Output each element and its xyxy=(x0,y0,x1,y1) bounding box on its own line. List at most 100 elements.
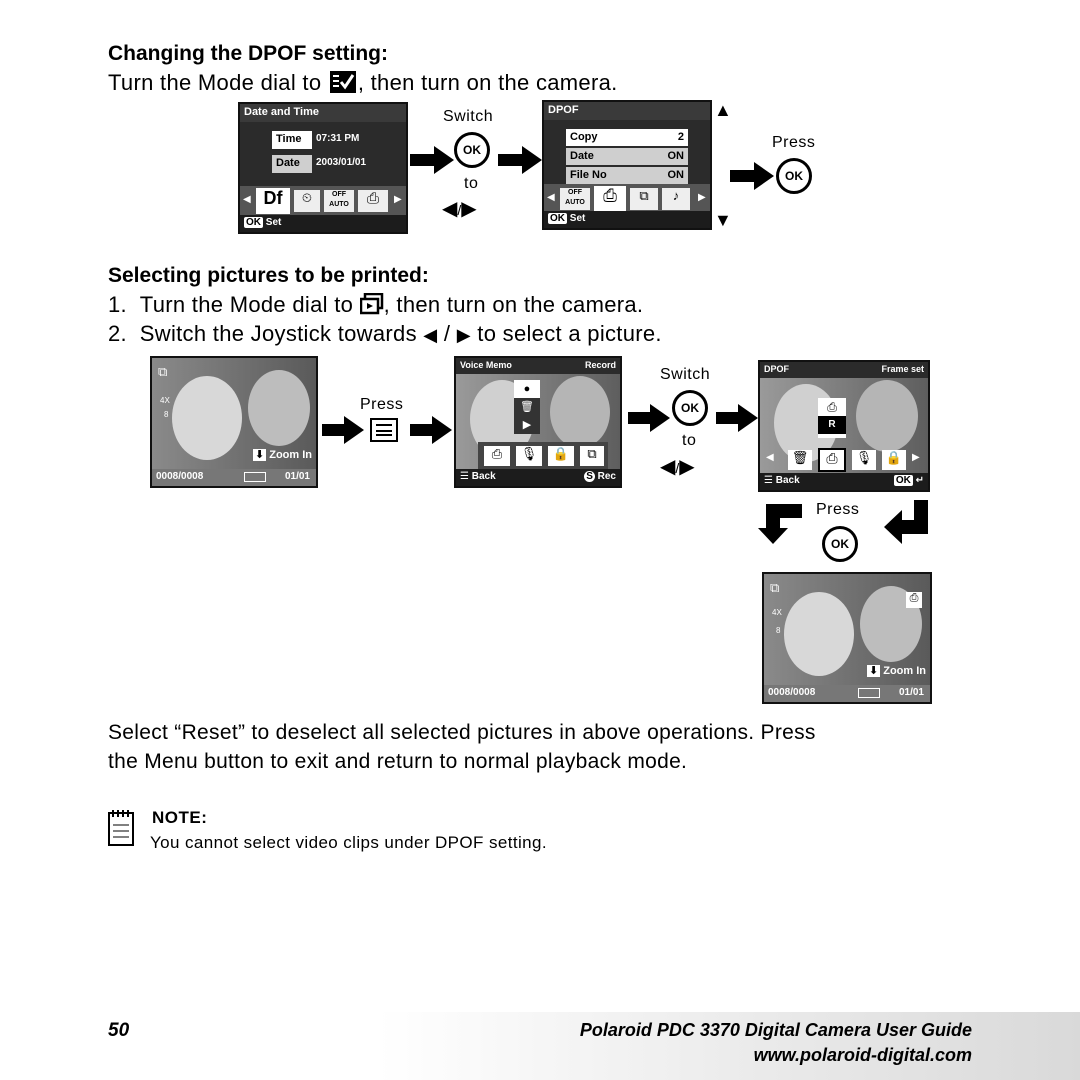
left-triangle-icon: ◀ xyxy=(660,456,676,478)
date-label: Date xyxy=(272,155,312,173)
section-heading-dpof: Changing the DPOF setting: xyxy=(108,42,388,65)
zoom-in-hint: ⬇ Zoom In xyxy=(866,664,926,677)
icon-strip: ◀ 🗑 ⎙ 🎙 🔒 ▶ xyxy=(766,448,924,474)
title-left: DPOF xyxy=(764,364,790,374)
girl-face-right xyxy=(248,370,310,446)
dpof-marked-icon: ⎙ xyxy=(906,592,922,608)
title-right: Frame set xyxy=(881,364,924,374)
title-right: Record xyxy=(584,360,616,370)
right-arrow-icon xyxy=(730,162,774,190)
enter-icon: ↵ xyxy=(915,475,924,486)
screen-title-bar: DPOF Frame set xyxy=(760,362,928,380)
step-number: 2. xyxy=(108,321,127,346)
protect-icon: 🔒 xyxy=(882,450,906,470)
trash-icon: 🗑 xyxy=(520,401,534,413)
note-title: NOTE: xyxy=(152,808,208,827)
right-arrow-icon xyxy=(410,146,454,174)
joystick-left-right: ◀/▶ xyxy=(442,196,477,221)
row-value: ON xyxy=(667,169,685,181)
page-number: 50 xyxy=(108,1020,130,1041)
file-counter: 0008/0008 xyxy=(768,687,816,698)
step-text-before: Switch the Joystick towards xyxy=(139,321,417,346)
ok-button-icon: OK xyxy=(672,390,708,426)
footer-url: www.polaroid-digital.com xyxy=(753,1045,972,1065)
dpof-mode-icon xyxy=(329,71,356,93)
zoom-in-hint: ⬇ Zoom In xyxy=(252,448,312,461)
title-left: Voice Memo xyxy=(460,360,512,370)
right-triangle-icon: ▶ xyxy=(394,194,402,205)
screen-bottom-bar: ☰ Back OK ↵ xyxy=(760,473,928,490)
playback-mode-icon: ⧉ xyxy=(158,364,168,379)
right-arrow-icon xyxy=(498,146,542,174)
zoom-label: Zoom In xyxy=(269,449,312,461)
zoom-label: Zoom In xyxy=(883,665,926,677)
left-triangle-icon: ◀ xyxy=(766,452,774,463)
step-text-after: , then turn on the camera. xyxy=(383,292,644,317)
press-label: Press xyxy=(772,134,816,151)
menu-button-icon xyxy=(370,418,398,442)
back-label: Back xyxy=(471,471,496,482)
row-label: Date xyxy=(570,150,594,162)
screen-bottom-bar: ☰ Back S Rec xyxy=(456,469,620,486)
notepad-icon xyxy=(108,810,134,846)
note-text: You cannot select video clips under DPOF… xyxy=(150,833,547,852)
row-label: Copy xyxy=(570,131,598,143)
row-value: ON xyxy=(667,150,685,162)
left-triangle-icon: ◀ xyxy=(243,194,251,205)
dpof-frame-set-screen: DPOF Frame set ⎙ R ◀ 🗑 ⎙ 🎙 🔒 ▶ ☰ Back OK… xyxy=(758,360,930,492)
playback-mode-icon: ⧉ xyxy=(770,580,780,595)
photo-two-girls xyxy=(152,358,316,470)
dpof-row-fileno: File No ON xyxy=(566,167,688,184)
size-indicator: 4X xyxy=(160,396,170,405)
timer-icon: ⏲ xyxy=(294,190,320,212)
ok-badge: OK xyxy=(244,217,263,228)
date-time-screen: Date and Time Time 07:31 PM Date 2003/01… xyxy=(238,102,408,234)
right-arrow-icon xyxy=(716,404,758,432)
battery-icon xyxy=(244,472,266,482)
time-value: 07:31 PM xyxy=(316,133,360,144)
screen-title-bar: Voice Memo Record xyxy=(456,358,620,376)
switch-label: Switch xyxy=(443,108,494,125)
down-left-arrow-icon xyxy=(758,504,802,544)
print-icon: ⎙ xyxy=(594,186,626,212)
ok-badge: OK xyxy=(893,475,913,486)
step-text-before: Turn the Mode dial to xyxy=(139,292,354,317)
set-label: Set xyxy=(569,213,586,224)
rec-label: Rec xyxy=(597,471,616,482)
playback-screen: ⧉ 4X 8 ⬇ Zoom In 0008/0008 01/01 xyxy=(150,356,318,488)
page-footer: 50 Polaroid PDC 3370 Digital Camera User… xyxy=(0,1012,1080,1080)
step-text-after: to select a picture. xyxy=(477,321,662,346)
print-icon: ⎙ xyxy=(827,400,837,414)
right-arrow-icon xyxy=(410,416,452,444)
screen-bottom-bar: 0008/0008 01/01 xyxy=(764,685,930,702)
right-triangle-icon: ▶ xyxy=(456,325,471,345)
file-counter: 0008/0008 xyxy=(156,471,204,482)
voice-memo-icon: 🎙 xyxy=(852,450,876,470)
shutter-badge: S xyxy=(584,471,595,482)
quality-indicator: 8 xyxy=(776,626,781,635)
row-label: File No xyxy=(570,169,607,181)
right-triangle-icon: ▶ xyxy=(698,192,706,203)
trash-icon: 🗑 xyxy=(788,450,812,470)
music-icon: ♪ xyxy=(662,188,690,210)
size-indicator: 4X xyxy=(772,608,782,617)
joystick-left-right: ◀/▶ xyxy=(660,454,695,479)
battery-icon xyxy=(858,688,880,698)
screen-bottom-bar: OK Set xyxy=(240,215,406,232)
girl-face-left xyxy=(172,376,242,460)
left-triangle-icon: ◀ xyxy=(442,198,458,220)
down-triangle-icon: ▼ xyxy=(714,210,732,230)
quality-indicator: 8 xyxy=(164,410,169,419)
paragraph-line-1: Select “Reset” to deselect all selected … xyxy=(108,721,816,744)
footer-title: Polaroid PDC 3370 Digital Camera User Gu… xyxy=(579,1020,972,1040)
right-triangle-icon: ▶ xyxy=(461,198,477,220)
record-icon: ● xyxy=(514,380,540,398)
zoom-icon: ⬇ xyxy=(866,665,881,677)
instruction-text-after: , then turn on the camera. xyxy=(357,70,618,95)
press-label: Press xyxy=(816,501,860,518)
date-value: 2003/01/01 xyxy=(316,157,367,168)
print-icon: ⎙ xyxy=(818,448,846,472)
print-icon: ⎙ xyxy=(484,446,510,466)
